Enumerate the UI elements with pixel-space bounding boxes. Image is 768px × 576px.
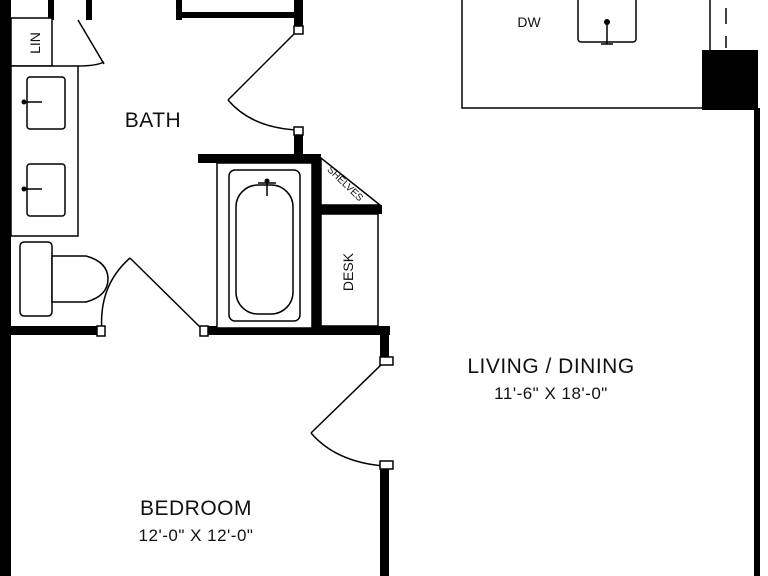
bedroom-name: BEDROOM <box>140 497 252 520</box>
bath-name: BATH <box>125 109 181 132</box>
bathtub <box>216 162 313 329</box>
shelves: SHELVES <box>320 156 383 206</box>
bath-entry-door[interactable] <box>227 25 304 136</box>
dishwasher-label: DW <box>517 14 541 30</box>
kitchen-sink <box>577 0 637 45</box>
sink-upper <box>21 76 66 130</box>
desk-label: DESK <box>340 252 356 291</box>
bath-walls <box>11 0 390 335</box>
partition-wall-lower <box>380 466 389 576</box>
exterior-wall-right <box>754 108 760 576</box>
kitchen-counter: DW <box>461 0 758 110</box>
bedroom-door[interactable] <box>310 356 394 470</box>
toilet-room-door[interactable] <box>96 257 209 337</box>
exterior-wall-left <box>0 0 11 576</box>
bedroom-dimensions: 12'-0" X 12'-0" <box>139 526 254 545</box>
sink-lower <box>21 163 66 217</box>
desk: DESK <box>320 213 379 327</box>
linen-closet: LIN <box>10 17 105 67</box>
vanity <box>10 65 79 237</box>
linen-label: LIN <box>27 32 43 54</box>
living-dining-name: LIVING / DINING <box>467 355 634 378</box>
kitchen-column <box>702 50 758 110</box>
partition-wall-upper <box>380 326 389 362</box>
toilet <box>19 241 109 317</box>
living-dining-dimensions: 11'-6" X 18'-0" <box>494 384 608 403</box>
